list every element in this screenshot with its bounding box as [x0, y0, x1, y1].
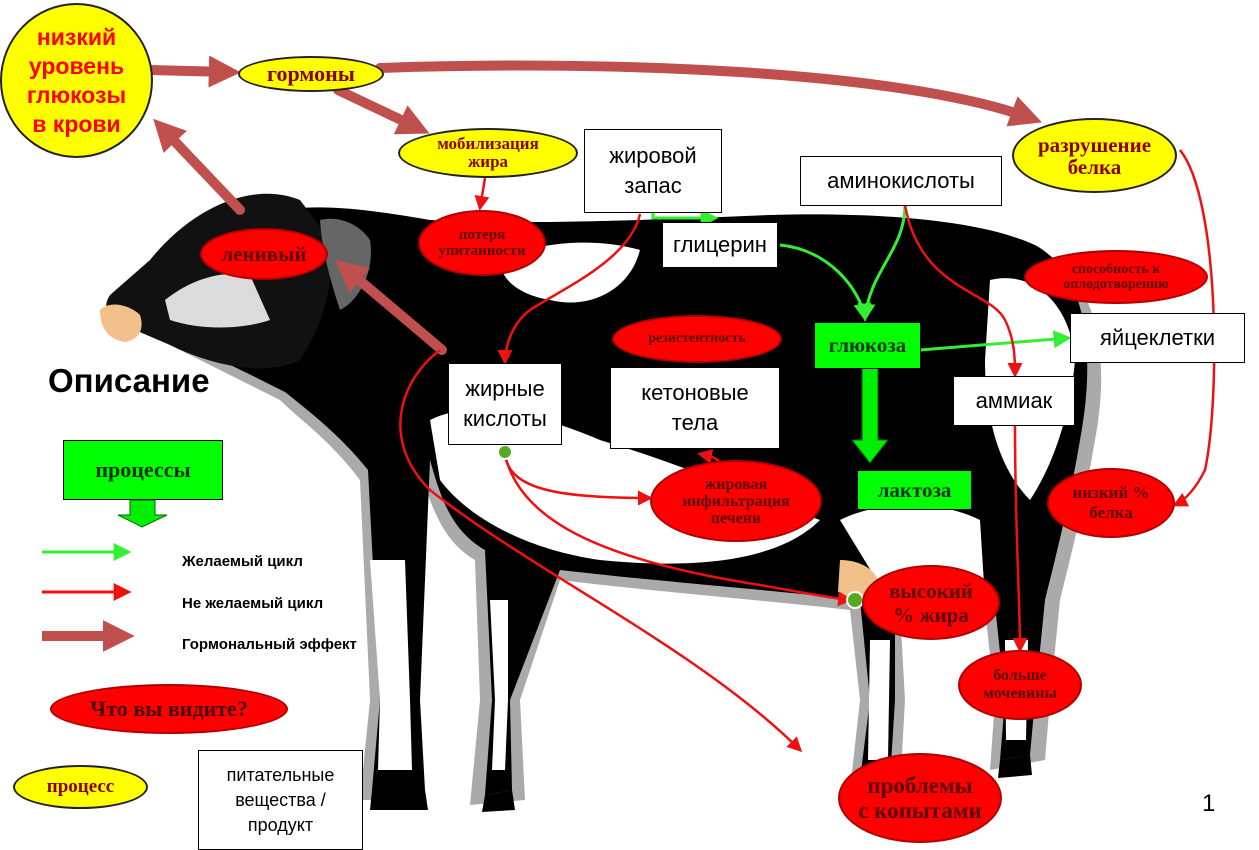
hormones-node: гормоны	[238, 56, 384, 92]
legend-undesired-cycle-label: Не желаемый цикл	[182, 595, 323, 612]
green-dot-fatty-acids	[498, 445, 512, 459]
green-dot-high-fat	[847, 592, 863, 608]
page-number: 1	[1202, 790, 1215, 818]
hormonal-arrow-hormones-to-fat-mobilization	[338, 90, 418, 128]
fat-mobilization-node: мобилизация жира	[398, 128, 578, 178]
legend-process: процесс	[13, 765, 148, 809]
legend-arrows	[42, 552, 128, 636]
fatty-acids-box: жирные кислоты	[448, 363, 562, 445]
eggs-box: яйцеклетки	[1070, 313, 1245, 363]
fertility-node: способность к оплодотворению	[1024, 250, 1208, 304]
resistance-node: резистентность	[612, 315, 782, 363]
hoof-problems-node: проблемы с копытами	[838, 753, 1002, 843]
glucose-box: глюкоза	[814, 322, 921, 369]
legend-desired-cycle-label: Желаемый цикл	[182, 553, 303, 570]
glycerol-box: глицерин	[662, 222, 778, 268]
legend-what-you-see: Что вы видите?	[50, 684, 288, 734]
hormonal-arrow-glucose-to-hormones	[150, 70, 228, 72]
legend-nutrients-product: питательные вещества / продукт	[198, 750, 363, 850]
hormonal-arrow-lazy-to-low-glucose	[162, 128, 240, 210]
ketones-box: кетоновые тела	[610, 367, 780, 449]
legend-processes-box: процессы	[63, 440, 223, 500]
fat-reserve-box: жировой запас	[584, 129, 722, 213]
legend-title: Описание	[48, 362, 210, 400]
low-protein-node: низкий % белка	[1047, 468, 1175, 538]
fatty-liver-node: жировая инфильтрация печени	[650, 460, 822, 542]
amino-acids-box: аминокислоты	[800, 156, 1002, 206]
protein-breakdown-node: разрушение белка	[1012, 118, 1177, 193]
lazy-node: ленивый	[200, 228, 328, 280]
hormonal-arrow-hormones-to-protein-breakdown	[380, 66, 1030, 118]
legend-hormonal-effect-label: Гормональный эффект	[182, 636, 357, 653]
condition-loss-node: потеря упитанности	[418, 210, 546, 276]
legend-processes-block-arrow	[118, 500, 167, 527]
more-urea-node: больше мочевины	[958, 650, 1082, 720]
low-glucose-node: низкий уровень глюкозы в крови	[0, 3, 153, 158]
red-arrow-fat-mobilization-to-condition-loss	[480, 178, 485, 208]
ammonia-box: аммиак	[953, 376, 1075, 426]
lactose-box: лактоза	[857, 470, 972, 510]
high-fat-node: высокий % жира	[862, 565, 1000, 640]
